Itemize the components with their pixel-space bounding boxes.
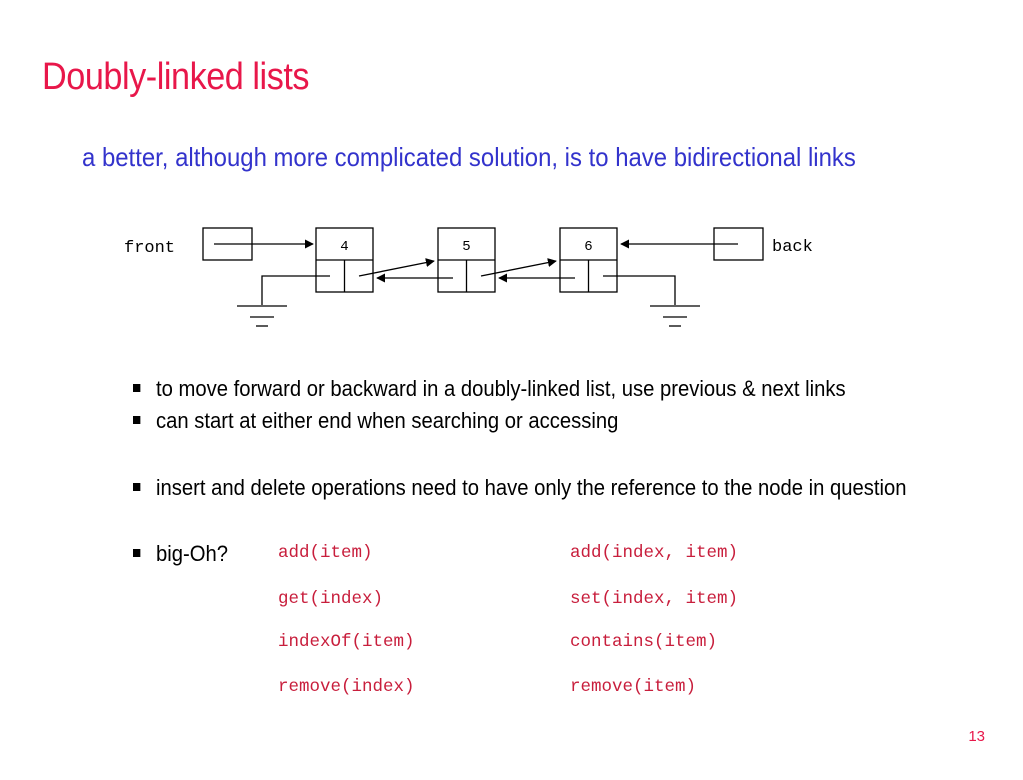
method-add-item: add(item) [278, 543, 373, 563]
method-indexof-item: indexOf(item) [278, 632, 415, 652]
node-value: 4 [340, 239, 348, 255]
bullet-item: insert and delete operations need to hav… [133, 475, 907, 501]
back-label: back [772, 238, 813, 257]
bullet-square-icon [133, 416, 141, 425]
bullet-square-icon [133, 384, 141, 393]
bullet-square-icon [133, 549, 141, 558]
method-add-index-item: add(index, item) [570, 543, 739, 563]
method-remove-index: remove(index) [278, 677, 415, 697]
method-set-index-item: set(index, item) [570, 589, 739, 609]
page-number: 13 [968, 728, 985, 745]
method-remove-item: remove(item) [570, 677, 697, 697]
slide-title: Doubly-linked lists [42, 56, 310, 98]
bullet-item: to move forward or backward in a doubly-… [133, 376, 846, 402]
node-value: 6 [584, 239, 592, 255]
bullet-item: big-Oh? [133, 541, 228, 567]
bullet-square-icon [133, 483, 141, 492]
method-get-index: get(index) [278, 589, 384, 609]
method-contains-item: contains(item) [570, 632, 718, 652]
slide-subtitle: a better, although more complicated solu… [82, 142, 856, 172]
node-value: 5 [462, 239, 470, 255]
bullet-item: can start at either end when searching o… [133, 408, 618, 434]
front-label: front [124, 239, 175, 258]
